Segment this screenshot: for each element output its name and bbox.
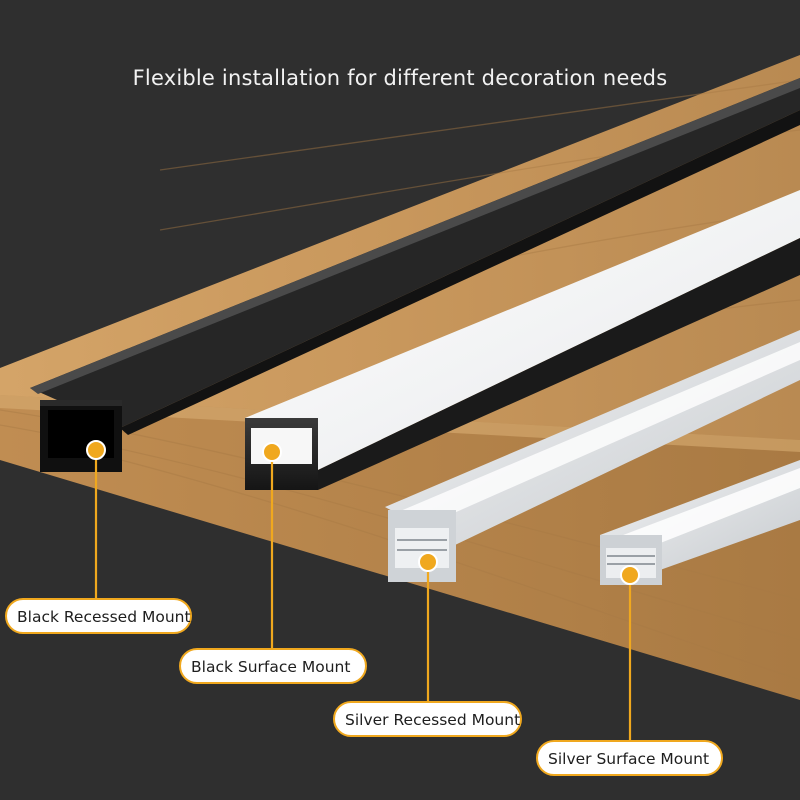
headline: Flexible installation for different deco… [132,66,668,90]
label-black-surface-mount: Black Surface Mount [179,648,367,684]
callout-lines [94,450,632,742]
label-silver-surface-mount: Silver Surface Mount [536,740,723,776]
silver-recessed-profile [385,330,800,582]
label-black-recessed-mount: Black Recessed Mount [5,598,192,634]
black-recessed-profile [30,78,800,472]
callout-dot-4 [620,565,640,585]
black-surface-profile [245,190,800,490]
callout-dots [86,440,640,585]
callout-dot-3 [418,552,438,572]
callout-dot-1 [86,440,106,460]
label-silver-recessed-mount: Silver Recessed Mount [333,701,522,737]
callout-dot-2 [262,442,282,462]
